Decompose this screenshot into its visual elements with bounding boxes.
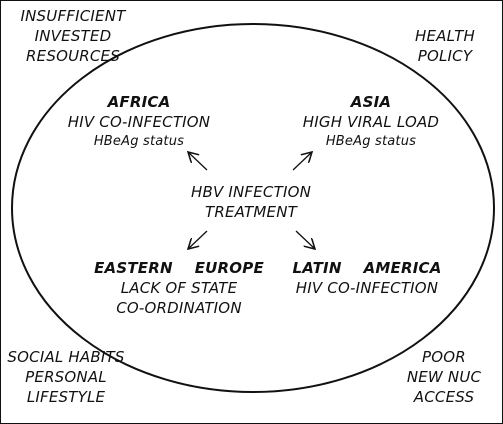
region-title-part: EUROPE	[194, 259, 264, 277]
factor-line: NEW NUC	[406, 368, 482, 386]
factor-line: LIFESTYLE	[26, 388, 106, 406]
factor-line: INVESTED	[34, 27, 112, 45]
factor-line: INSUFFICIENT	[20, 7, 126, 25]
region-title: LATIN AMERICA	[288, 258, 446, 278]
region-africa: AFRICA HIV CO-INFECTION HBeAg status	[64, 92, 214, 152]
arrow-to-latin-america	[295, 230, 315, 249]
region-line: HIV CO-INFECTION	[67, 113, 211, 131]
region-title-part: LATIN	[292, 259, 342, 277]
region-title-part: EASTERN	[94, 259, 173, 277]
factor-line: POOR	[422, 348, 466, 366]
factor-health-policy: HEALTH POLICY	[400, 26, 490, 66]
region-title: ASIA	[350, 93, 392, 111]
region-title: AFRICA	[107, 93, 171, 111]
region-line: CO-ORDINATION	[116, 299, 242, 317]
factor-line: PERSONAL	[25, 368, 107, 386]
center-line: HBV INFECTION	[190, 183, 312, 201]
factor-insufficient-resources: INSUFFICIENT INVESTED RESOURCES	[8, 6, 138, 66]
factor-line: HEALTH	[415, 27, 475, 45]
region-line: HIV CO-INFECTION	[295, 279, 439, 297]
factor-poor-nuc-access: POOR NEW NUC ACCESS	[392, 347, 496, 407]
region-asia: ASIA HIGH VIRAL LOAD HBeAg status	[296, 92, 446, 152]
arrow-to-asia	[292, 152, 312, 171]
factor-line: SOCIAL HABITS	[7, 348, 125, 366]
factor-social-habits: SOCIAL HABITS PERSONAL LIFESTYLE	[4, 347, 128, 407]
center-node: HBV INFECTION TREATMENT	[176, 182, 326, 222]
context-ellipse	[11, 23, 495, 393]
center-line: TREATMENT	[205, 203, 297, 221]
arrow-to-africa	[188, 152, 208, 171]
region-eastern-europe: EASTERN EUROPE LACK OF STATE CO-ORDINATIO…	[94, 258, 264, 318]
factor-line: POLICY	[417, 47, 473, 65]
factor-line: ACCESS	[413, 388, 475, 406]
region-latin-america: LATIN AMERICA HIV CO-INFECTION	[288, 258, 446, 298]
region-title: EASTERN EUROPE	[94, 258, 264, 278]
region-line: HBeAg status	[93, 134, 185, 149]
factor-line: RESOURCES	[26, 47, 120, 65]
arrow-to-eastern-europe	[188, 230, 208, 249]
region-title-part: AMERICA	[363, 259, 442, 277]
region-line: LACK OF STATE	[120, 279, 238, 297]
region-line: HIGH VIRAL LOAD	[302, 113, 440, 131]
region-line: HBeAg status	[325, 134, 417, 149]
